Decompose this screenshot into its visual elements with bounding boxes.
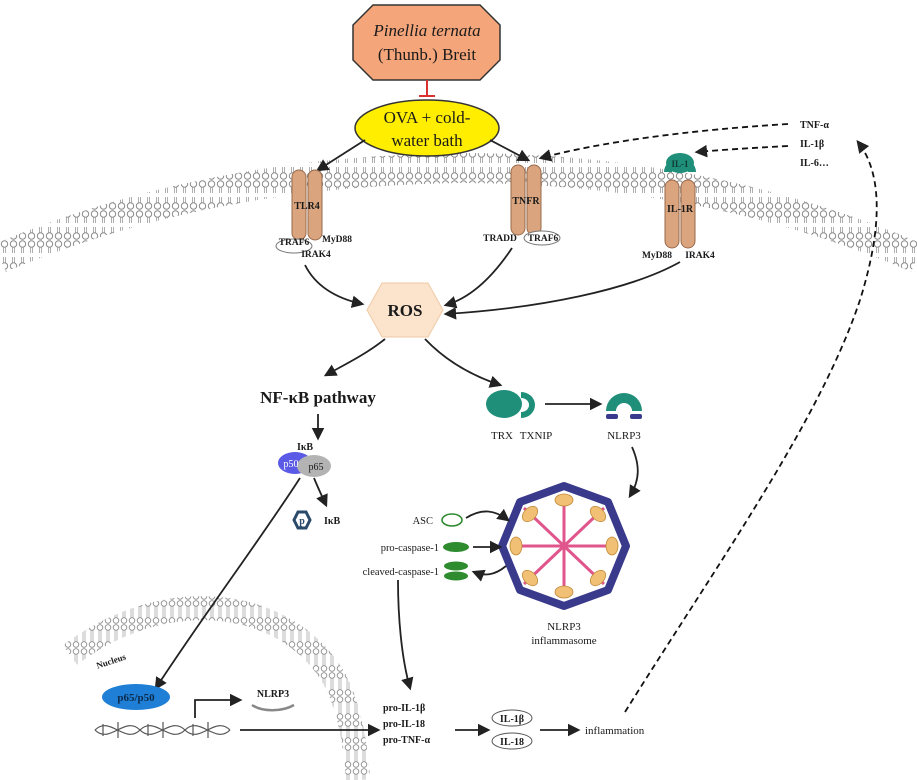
procaspase-shape	[443, 542, 469, 552]
arrow-asc-inflammasome	[465, 508, 510, 522]
herb-name: Pinellia ternata	[372, 21, 480, 40]
mature-il18: IL-18	[491, 732, 533, 750]
p50-p65-complex: p50 p65	[278, 452, 331, 477]
arrow-complex-to-nucleus	[154, 477, 301, 691]
inflammation-label: inflammation	[585, 725, 645, 737]
inhibition-mark	[419, 80, 435, 97]
cleaved-caspase-shape-2	[444, 571, 468, 581]
dna-helix	[94, 722, 231, 738]
asc-shape	[441, 513, 463, 527]
trx-label: TRX	[491, 430, 513, 442]
stimulus-node: OVA + cold- water bath	[354, 99, 500, 157]
nlrp3-gene-label: NLRP3	[257, 689, 289, 700]
ros-node: ROS	[366, 282, 444, 338]
inflammasome-label-1: NLRP3	[547, 621, 581, 633]
pro-il18-label: pro-IL-18	[383, 719, 425, 730]
ros-label: ROS	[388, 301, 423, 320]
phosphorylated-ikb: p IκB	[292, 510, 340, 530]
arrow-ros-nfkb	[323, 338, 386, 377]
tnfr-label: TNFR	[512, 196, 540, 207]
inflammasome-label-2: inflammasome	[531, 635, 596, 647]
dashed-arrow-to-tnfr	[538, 123, 789, 162]
tnfr-adaptor-traf6: TRAF6	[528, 234, 559, 244]
tlr4-adaptor-traf6: TRAF6	[279, 238, 310, 248]
p65-p50-complex	[102, 684, 170, 710]
cell-membrane	[0, 152, 917, 272]
tnfr-receptor: TNFR TRADD TRAF6	[483, 164, 561, 246]
p65-p50-label: p65/p50	[117, 692, 155, 704]
tnfr-adaptor-tradd: TRADD	[483, 234, 517, 244]
mature-il1b: IL-1β	[491, 709, 533, 727]
procaspase-label: pro-caspase-1	[381, 543, 439, 554]
transcription-arrow	[194, 693, 243, 718]
nlrp3-label: NLRP3	[607, 430, 641, 442]
nuclear-membrane	[62, 596, 370, 780]
tlr4-adaptor-myd88: MyD88	[322, 235, 352, 245]
txnip-label: TXNIP	[520, 430, 552, 442]
herb-author: (Thunb.) Breit	[378, 45, 476, 64]
asc-label: ASC	[413, 516, 433, 527]
arrow-stimulus-tlr4	[315, 139, 366, 172]
arrow-ros-trx	[424, 338, 503, 388]
stimulus-line1: OVA + cold-	[384, 108, 471, 127]
nlrp3-node: NLRP3	[606, 393, 642, 442]
arrow-stimulus-tnfr	[489, 139, 531, 162]
stimulus-line2: water bath	[391, 131, 463, 150]
il1r-label: IL-1R	[667, 204, 694, 215]
pro-il1b-label: pro-IL-1β	[383, 703, 425, 714]
trx-txnip-complex: TRX TXNIP	[486, 390, 552, 442]
pro-tnfa-label: pro-TNF-α	[383, 735, 430, 746]
mature-il1b-label: IL-1β	[500, 714, 524, 725]
inflammasome: NLRP3 inflammasome	[498, 482, 630, 647]
dashed-feedback-arrow	[624, 140, 878, 713]
arrow-tnfr-ros	[443, 247, 513, 309]
cleaved-caspase-shape-1	[444, 561, 468, 571]
arrow-complex-ikb	[313, 477, 328, 508]
tlr4-adaptor-irak4: IRAK4	[301, 250, 331, 260]
cytokine-tnf-alpha: TNF-α	[800, 120, 829, 131]
tlr4-label: TLR4	[294, 201, 320, 212]
herb-node: Pinellia ternata (Thunb.) Breit	[352, 4, 501, 81]
arrow-il1r-ros	[443, 261, 681, 320]
il1-ligand: IL-1	[671, 159, 689, 169]
cytokine-il1-beta: IL-1β	[800, 139, 824, 150]
mature-il18-label: IL-18	[500, 737, 524, 748]
il1r-adaptor-irak4: IRAK4	[685, 251, 715, 261]
nucleus-label: Nucleus	[95, 652, 128, 671]
ikb-phospho-label: IκB	[324, 516, 340, 527]
arrow-cleaved-procytokines	[397, 579, 414, 691]
p50-label: p50	[284, 459, 299, 470]
ikb-label: IκB	[297, 442, 313, 453]
phospho-label: p	[299, 516, 305, 527]
arrow-inflammasome-cleaved	[471, 565, 507, 582]
tlr4-receptor: TLR4 TRAF6 MyD88 IRAK4	[275, 169, 352, 260]
il1r-adaptor-myd88: MyD88	[642, 251, 672, 261]
cytokine-il6: IL-6…	[800, 158, 829, 169]
arrow-nlrp3-inflammasome	[628, 446, 641, 499]
arrow-tlr4-ros	[304, 264, 365, 308]
p65-label: p65	[309, 462, 324, 473]
dashed-arrow-to-il1	[694, 144, 789, 158]
il1r-receptor: IL-1 IL-1R MyD88 IRAK4	[642, 153, 715, 261]
cleaved-caspase-label: cleaved-caspase-1	[363, 567, 439, 578]
nlrp3-mrna	[251, 703, 295, 712]
nfkb-title: NF-κB pathway	[260, 388, 376, 407]
